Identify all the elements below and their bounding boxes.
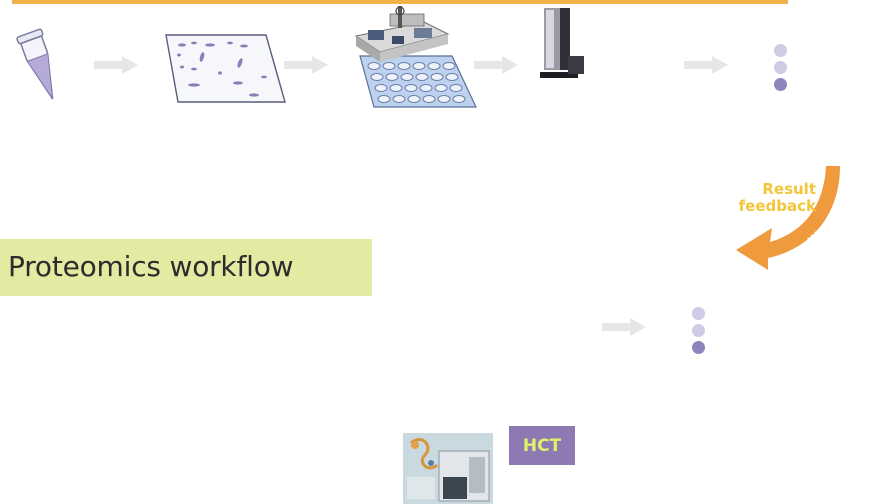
arrow-icon [284,56,328,74]
arrow-icon [602,318,646,336]
feedback-line-2: feedback [738,197,816,215]
arrow-icon [684,56,728,74]
dots-icon [770,44,790,95]
hct-label: HCT [522,436,562,456]
hct-badge [509,426,575,465]
ion-trap-icon [403,433,493,504]
page-title: Proteomics workflow [8,250,294,283]
robot-workstation-icon [354,6,477,108]
dots-icon [688,307,708,358]
top-accent-bar [12,0,788,4]
feedback-label: Result feedback [718,181,816,215]
arrow-icon [94,56,138,74]
mass-spectrometer-icon [540,8,584,78]
gel-icon [165,34,286,103]
test-tube-icon [16,28,54,100]
title-box [0,239,372,296]
arrow-icon [474,56,518,74]
feedback-line-1: Result [762,180,816,198]
curved-arrow-icon: WARP [736,166,842,270]
